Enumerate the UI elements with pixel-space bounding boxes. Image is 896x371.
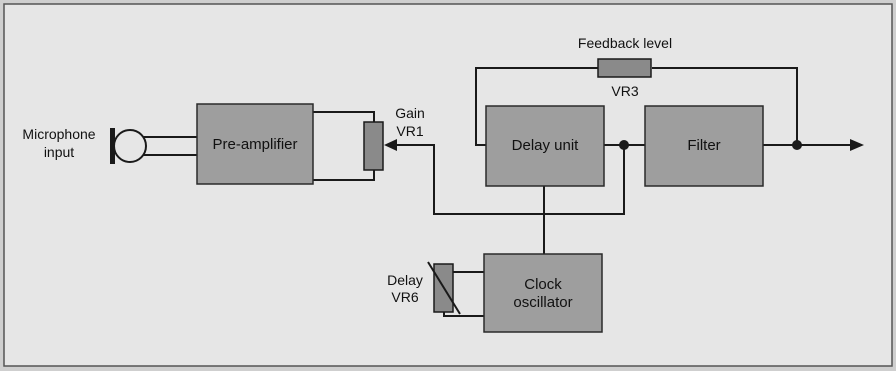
filter-label: Filter bbox=[687, 137, 720, 154]
clock-label-line2: oscillator bbox=[513, 294, 572, 311]
delay-unit-block bbox=[485, 105, 605, 187]
preamplifier-block bbox=[196, 103, 314, 185]
vr3-label: VR3 bbox=[611, 83, 638, 99]
junction-dot-delay-out bbox=[619, 140, 629, 150]
clock-oscillator-block bbox=[483, 253, 603, 333]
vr1-wiper-arrow bbox=[384, 139, 397, 151]
output-arrow bbox=[850, 139, 864, 151]
delay-label: Delay bbox=[387, 272, 423, 288]
microphone-label-line2: input bbox=[44, 144, 74, 160]
vr6-pot bbox=[427, 261, 461, 315]
vr6-label: VR6 bbox=[391, 289, 418, 305]
vr1-pot bbox=[363, 121, 384, 171]
delay-unit-label: Delay unit bbox=[512, 137, 580, 154]
wiring bbox=[134, 67, 852, 317]
wire-feedback-return bbox=[475, 67, 598, 146]
vr1-label: VR1 bbox=[396, 123, 423, 139]
wire-feedback-loop bbox=[652, 67, 798, 145]
feedback-level-label: Feedback level bbox=[578, 35, 672, 51]
vr3-pot bbox=[597, 58, 652, 78]
filter-block bbox=[644, 105, 764, 187]
gain-label: Gain bbox=[395, 105, 425, 121]
preamplifier-label: Pre-amplifier bbox=[212, 136, 297, 153]
clock-label-line1: Clock bbox=[524, 276, 562, 293]
junction-dot-filter-out bbox=[792, 140, 802, 150]
microphone-label-line1: Microphone bbox=[22, 126, 95, 142]
wire-vr1-wiper bbox=[395, 144, 625, 215]
wire-preamp-vr1-top bbox=[312, 111, 375, 124]
wire-preamp-vr1-bottom bbox=[312, 168, 375, 181]
microphone-icon bbox=[110, 128, 147, 164]
